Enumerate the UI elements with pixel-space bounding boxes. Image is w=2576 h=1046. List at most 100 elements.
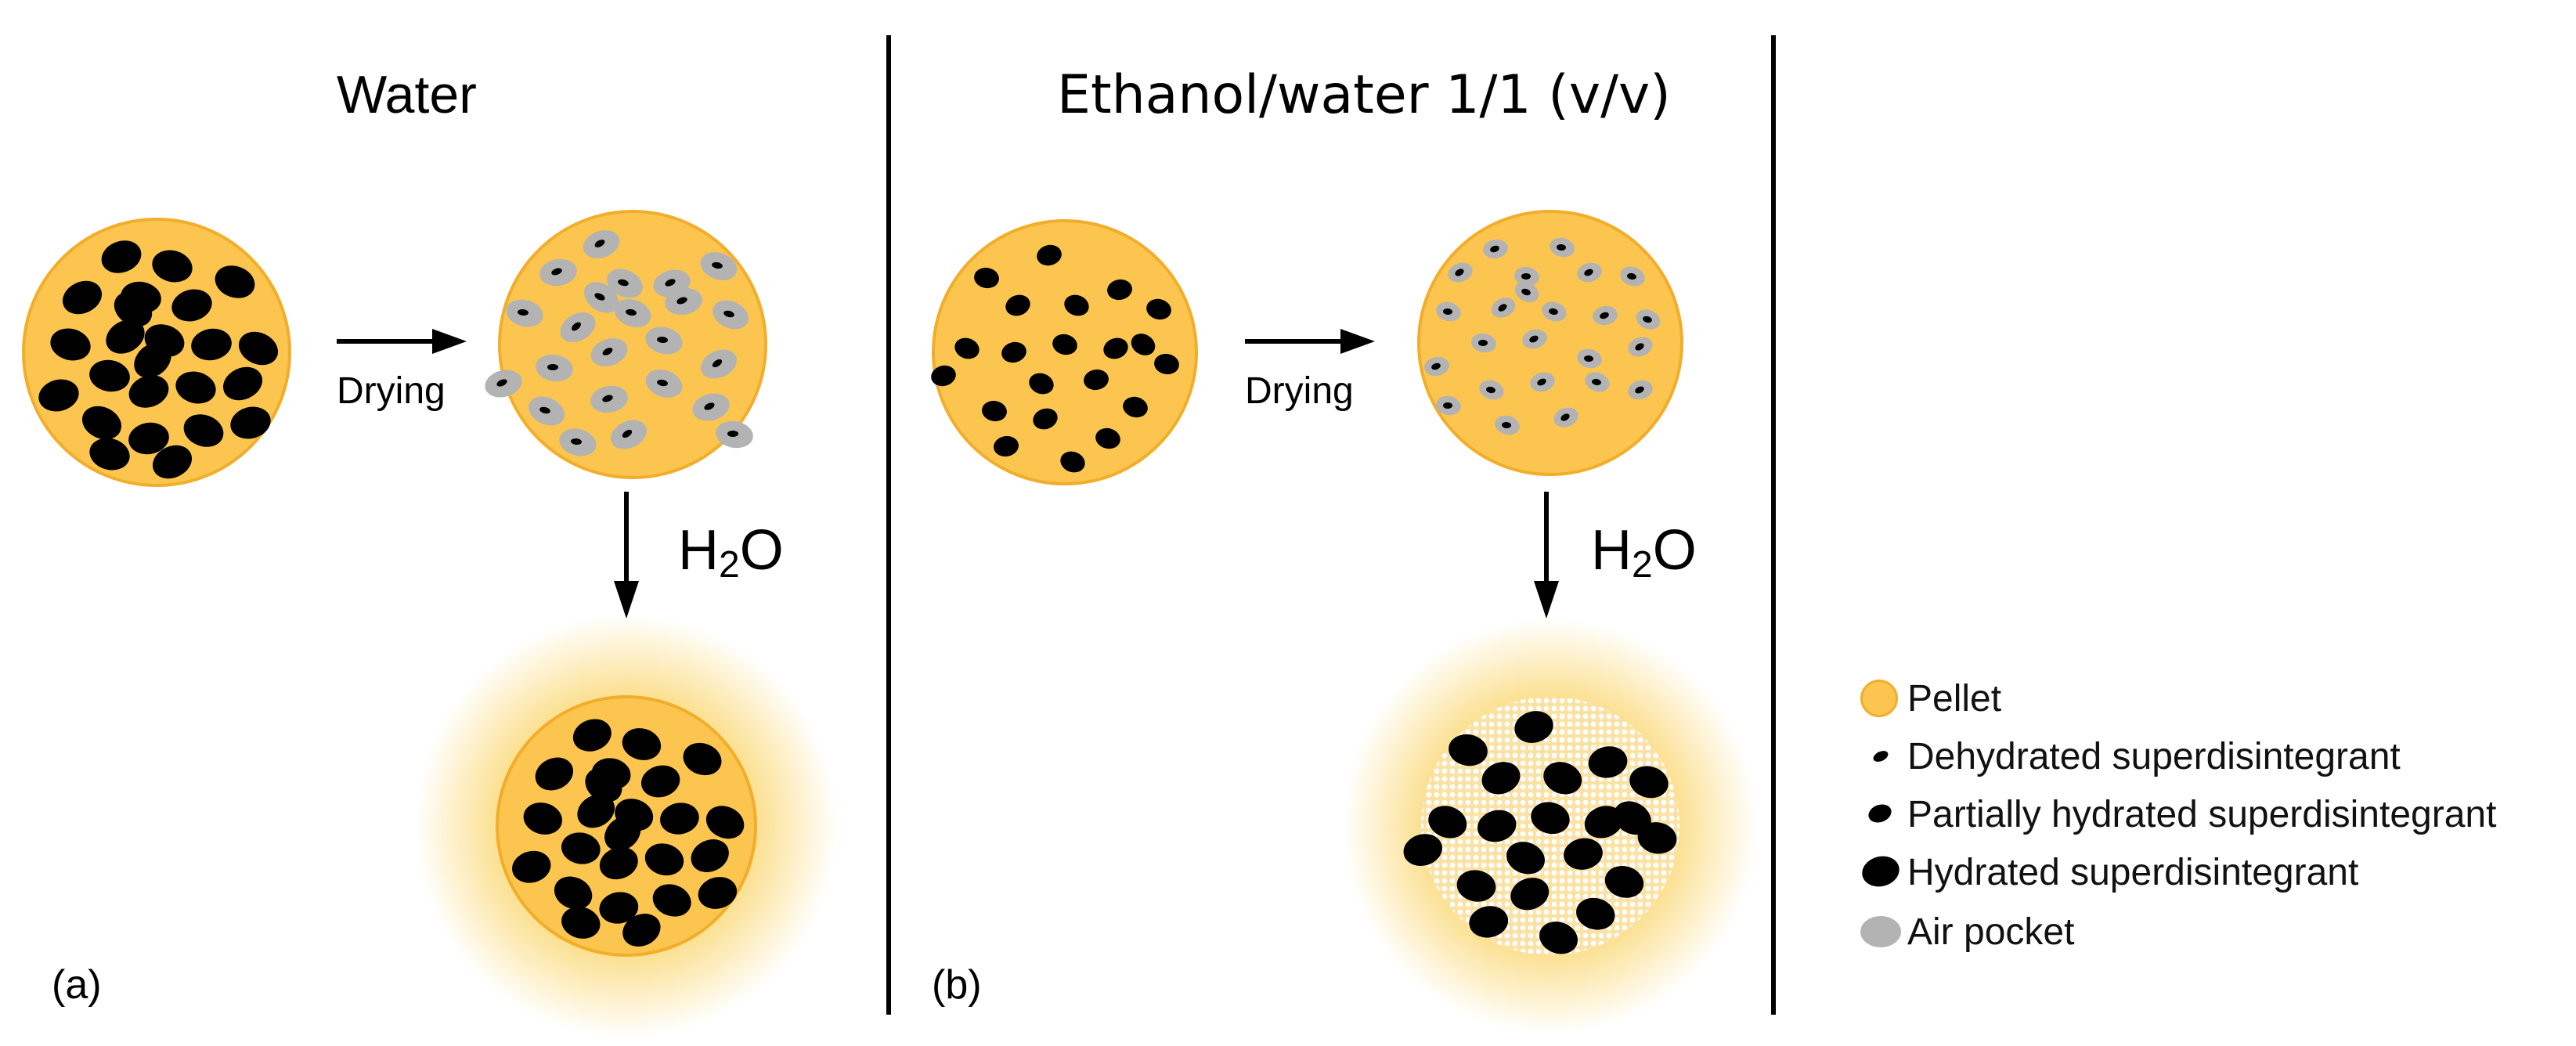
- air-pocket-icon: [1856, 908, 1907, 955]
- dehydrated-particle: [571, 438, 582, 445]
- hydrated-particle: [134, 342, 171, 378]
- hydrated-particle: [561, 832, 601, 864]
- partial-particle: [1060, 451, 1085, 473]
- dehydrated-particle: [1537, 378, 1546, 386]
- dehydrated-particle: [496, 379, 507, 387]
- dehydrated-particle: [622, 429, 633, 438]
- panel-a-label: (a): [52, 962, 102, 1008]
- partial-particle: [1084, 369, 1109, 391]
- hydrated-particle: [38, 379, 79, 412]
- hydrated-particle: [683, 742, 722, 776]
- legend-item-hydrated: Hydrated superdisintegrant: [1856, 849, 2358, 896]
- hydrated-particle: [1510, 878, 1550, 911]
- dehydrated-particle: [1557, 243, 1566, 251]
- dehydrated-particle: [551, 268, 562, 276]
- hydrated-particle: [577, 794, 615, 828]
- partial-particle: [994, 435, 1019, 457]
- pellet-b-dried: [1417, 210, 1683, 476]
- hydrated-particle: [1543, 762, 1582, 795]
- hydrated-particle: [114, 291, 153, 327]
- legend-item-pellet: Pellet: [1856, 675, 2001, 722]
- legend-label: Dehydrated superdisintegrant: [1907, 735, 2401, 777]
- dehydrated-particle: [712, 359, 723, 368]
- dehydrated-particle: [1521, 288, 1531, 296]
- dehydrated-particle: [1443, 308, 1452, 316]
- partial-particle: [1131, 334, 1156, 355]
- panel-b-title: Ethanol/water 1/1 (v/v): [1057, 64, 1671, 126]
- hydrated-particle: [1449, 734, 1488, 766]
- hydrated-particle: [554, 876, 593, 910]
- partial-particle: [1001, 341, 1026, 363]
- arrow-h2o-a: [614, 492, 639, 619]
- hydrated-particle: [1469, 906, 1509, 938]
- dehydrated-particle: [618, 279, 629, 287]
- dehydrated-particle: [1560, 413, 1570, 421]
- partial-particle: [1107, 279, 1132, 301]
- partial-particle: [1052, 334, 1077, 355]
- hydrated-particle: [222, 366, 263, 401]
- hydrated-particle: [640, 765, 680, 798]
- dehydrated-particle: [1643, 316, 1652, 323]
- hydrated-particle: [705, 806, 745, 839]
- hydrated-particle: [101, 240, 142, 273]
- hydrated-particle: [1584, 806, 1623, 839]
- hydrated-particle: [585, 767, 622, 803]
- particle-layer: [38, 230, 1677, 954]
- dehydrated-particle: [1592, 378, 1601, 386]
- pellet-symbol-icon: [1856, 675, 1907, 722]
- hydrated-particle: [171, 289, 212, 322]
- hydrated-particle: [128, 375, 169, 408]
- dehydrated-particle: [1502, 421, 1511, 429]
- hydrated-particle: [1539, 922, 1578, 954]
- dehydrated-particle: [1431, 362, 1441, 370]
- drying-label-b: Drying: [1245, 370, 1354, 412]
- dehydrated-particle: [657, 336, 668, 344]
- dehydrated-particle: [1490, 245, 1499, 253]
- hydrated-particle: [152, 250, 193, 283]
- dehydrated-particle: [539, 406, 550, 414]
- hydrated-particle: [691, 839, 729, 872]
- hydrated-particle: [1614, 801, 1651, 835]
- arrow-drying-a: [337, 329, 467, 354]
- hydrated-particle: [660, 803, 699, 835]
- dehydrated-particle: [1486, 386, 1495, 394]
- hydrated-particle: [50, 328, 91, 361]
- dehydrated-particle: [712, 262, 723, 269]
- hydrated-particle: [652, 884, 691, 917]
- dehydrated-particle: [1627, 272, 1636, 280]
- hydrated-particle: [1576, 897, 1615, 930]
- dehydrated-particle: [1443, 402, 1452, 409]
- h2o-label-b: H2O: [1591, 519, 1697, 586]
- hydrated-particle: [1506, 842, 1545, 875]
- dehydrated-particle: [1498, 304, 1507, 312]
- dehydrated-particle: [1635, 386, 1644, 394]
- panel-b-label: (b): [932, 962, 982, 1008]
- partial-particle: [1037, 244, 1062, 266]
- legend-label: Hydrated superdisintegrant: [1907, 851, 2359, 893]
- dehydrated-particle: [1600, 312, 1609, 319]
- h2o-label-a: H2O: [678, 519, 784, 586]
- dehydrated-particle-icon: [1856, 733, 1907, 780]
- hydrated-particle: [89, 359, 130, 392]
- legend-label: Pellet: [1907, 677, 2002, 720]
- hydrated-particle: [698, 877, 738, 909]
- arrow-drying-b: [1245, 329, 1375, 354]
- dehydrated-particle: [727, 431, 738, 437]
- hydrated-particle: [1588, 746, 1628, 778]
- partial-particle: [1095, 427, 1120, 449]
- dehydrated-particle: [1584, 269, 1593, 276]
- hydrated-particle: [1629, 766, 1669, 799]
- dehydrated-particle: [1549, 308, 1558, 316]
- dehydrated-particle: [594, 240, 605, 247]
- dehydrated-particle: [1529, 335, 1539, 343]
- dehydrated-particle: [665, 279, 676, 287]
- hydrated-particle: [599, 892, 639, 924]
- hydrated-particle: [1456, 870, 1496, 902]
- dehydrated-particle: [1478, 340, 1488, 346]
- legend-label: Partially hydrated superdisintegrant: [1907, 793, 2497, 835]
- legend-item-dehydrated: Dehydrated superdisintegrant: [1856, 733, 2401, 780]
- dehydrated-particle: [626, 308, 637, 316]
- dehydrated-particle: [1455, 269, 1464, 276]
- partial-particle: [1103, 337, 1128, 359]
- hydrated-particle: [644, 843, 684, 876]
